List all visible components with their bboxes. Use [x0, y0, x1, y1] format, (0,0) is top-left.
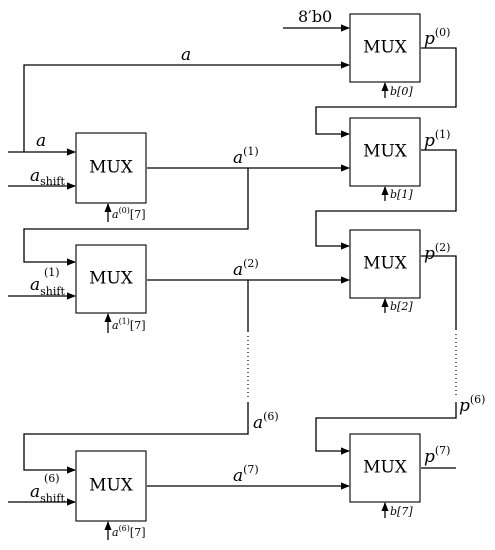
- p6-wire: [315, 402, 457, 455]
- select-label-right-2: b[2]: [390, 300, 413, 313]
- a1-shift-input-label: ashift: [30, 275, 65, 298]
- p2-wire: [421, 255, 457, 330]
- a6-label: a(6): [253, 410, 279, 433]
- mux-label: MUX: [89, 269, 134, 289]
- select-label-left-2: a(1)[7]: [112, 317, 146, 332]
- mux-right-7: [349, 433, 421, 503]
- a7-label: a(7): [233, 463, 259, 486]
- p1-wire: [315, 149, 457, 250]
- a6-shift-input-label: ashift: [30, 482, 65, 505]
- select-label-right-0: b[0]: [390, 85, 413, 98]
- a2-label: a(2): [233, 257, 259, 280]
- p1-label: p(1): [424, 128, 450, 151]
- p0-wire: [315, 47, 457, 138]
- mux-label: MUX: [363, 458, 408, 478]
- a-shift-input-label: ashift: [30, 166, 65, 188]
- mux-label: MUX: [363, 38, 408, 58]
- mux-label: MUX: [363, 142, 408, 162]
- a-bypass-wire: [23, 61, 350, 152]
- a1-feedback-wire: [23, 168, 249, 266]
- mux-left-7: [75, 450, 147, 522]
- a-input-label: a: [36, 131, 46, 151]
- mux-label: MUX: [89, 476, 134, 496]
- p6-label: p(6): [459, 393, 485, 416]
- mux-label: MUX: [89, 158, 134, 178]
- a6-feedback-wire: [23, 402, 249, 474]
- p2-label: p(2): [424, 241, 450, 264]
- a6-shift-sup: (6): [44, 472, 60, 485]
- mux-label: MUX: [363, 254, 408, 274]
- p0-label: p(0): [424, 26, 450, 49]
- select-label-right-1: b[1]: [390, 188, 413, 201]
- select-label-right-7: b[7]: [390, 505, 413, 518]
- p7-label: p(7): [424, 444, 450, 467]
- a1-shift-sup: (1): [44, 266, 60, 279]
- select-label-left-1: a(0)[7]: [112, 206, 146, 221]
- mux-left-1: [75, 132, 147, 204]
- a1-label: a(1): [233, 145, 259, 168]
- const-input-label: 8′b0: [298, 7, 332, 26]
- mux-right-1: [349, 117, 421, 187]
- mux-right-2: [349, 229, 421, 299]
- select-label-left-7: a(6)[7]: [112, 524, 146, 539]
- mux-right-0: [349, 13, 421, 83]
- a-bypass-label: a: [181, 45, 191, 65]
- mux-left-2: [75, 244, 147, 314]
